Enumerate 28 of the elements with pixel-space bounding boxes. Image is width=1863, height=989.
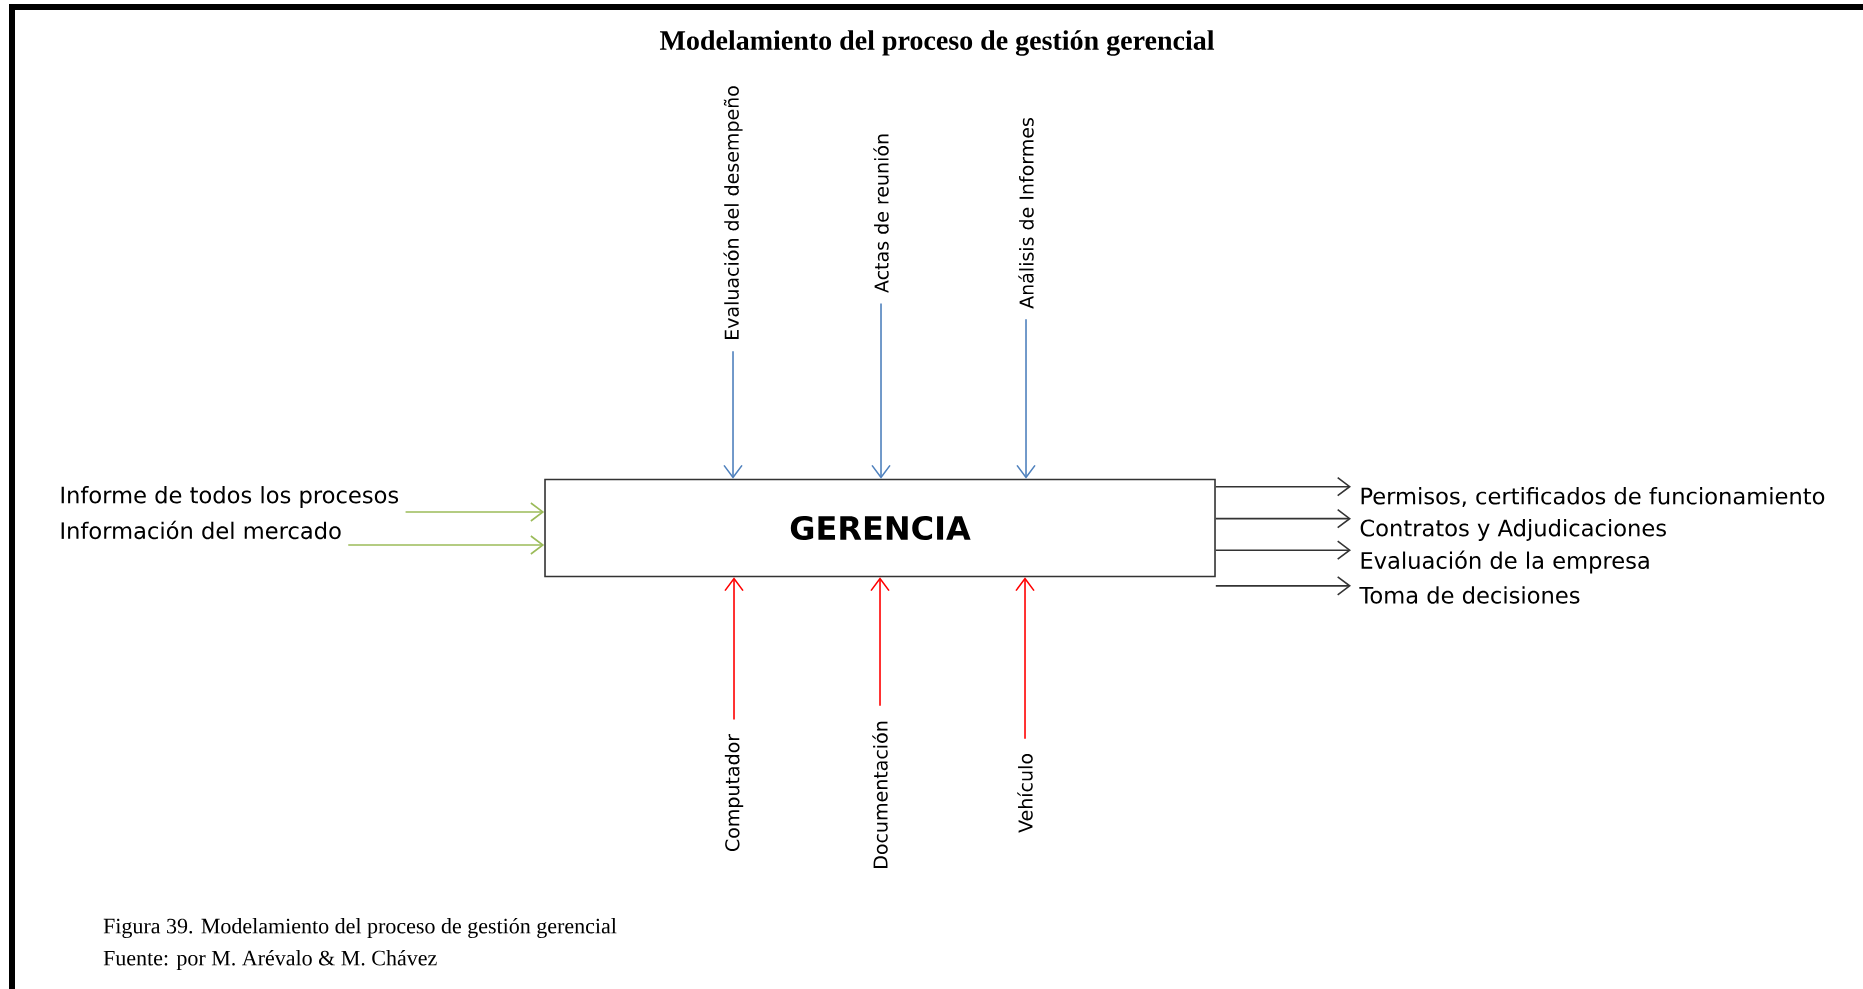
mechanism-label: Documentación (872, 721, 888, 868)
arrow (1215, 476, 1351, 497)
figure-caption: Figura 39. Modelamiento del proceso de gestión gerencial (103, 918, 617, 938)
arrow (871, 302, 891, 479)
mechanism-label: Vehículo (1017, 754, 1033, 833)
arrow (1215, 576, 1351, 596)
control-label: Análisis de Informes (1018, 118, 1034, 309)
output-label: Evaluación de la empresa (1361, 550, 1649, 574)
input-label: Información del mercado (61, 520, 341, 540)
output-label: Toma de decisiones (1359, 586, 1580, 604)
process-box: GERENCIA (544, 478, 1216, 578)
mechanism-label: Computador (724, 733, 744, 851)
arrow (1016, 318, 1036, 479)
output-label: Permisos, certificados de funcionamiento (1361, 487, 1825, 507)
arrow (347, 535, 545, 555)
arrow (404, 502, 545, 522)
arrow (870, 577, 890, 707)
title: Modelamiento del proceso de gestión gerencial (660, 30, 1215, 56)
arrow (1015, 577, 1035, 740)
source-note: Fuente: por M. Arévalo & M. Chávez (103, 950, 437, 970)
arrow (723, 350, 743, 479)
input-label: Informe de todos los procesos (61, 486, 399, 508)
output-label: Contratos y Adjudicaciones (1360, 519, 1666, 541)
arrow (1215, 508, 1351, 529)
arrow (1215, 540, 1351, 560)
control-label: Evaluación del desempeño (723, 86, 743, 339)
arrow (724, 577, 744, 721)
control-label: Actas de reunión (873, 134, 889, 293)
